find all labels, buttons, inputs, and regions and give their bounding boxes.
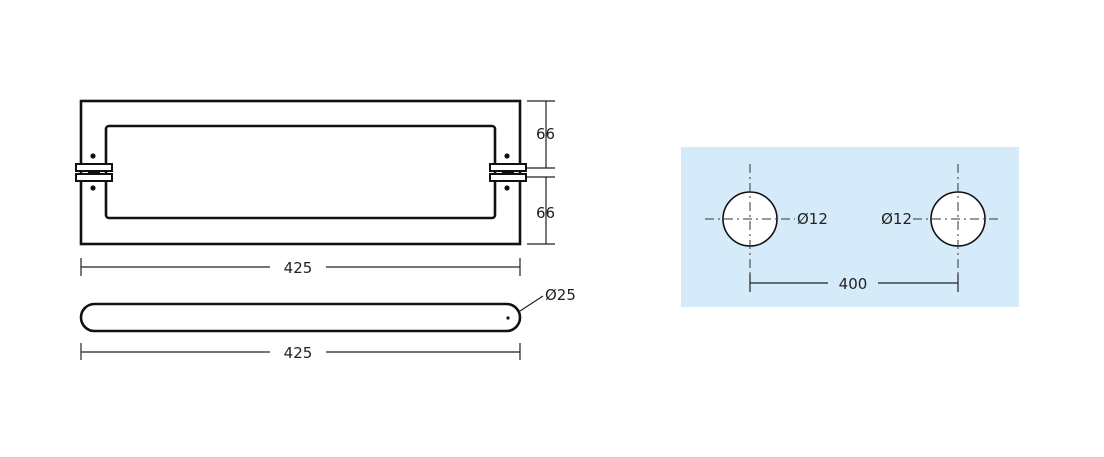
front-view: 66 66 425 bbox=[75, 99, 555, 277]
hole-pattern: Ø12 Ø12 400 bbox=[681, 147, 1019, 307]
bottom-length-dimension: 425 bbox=[80, 343, 521, 362]
left-screw-bottom bbox=[90, 185, 96, 191]
left-hole: Ø12 bbox=[705, 164, 828, 274]
hole-spacing-dimension: 400 bbox=[749, 274, 959, 293]
bottom-length-label: 425 bbox=[284, 344, 313, 362]
right-screw-top bbox=[504, 153, 510, 159]
height-upper-label: 66 bbox=[536, 125, 555, 143]
bar-diameter-label: Ø25 bbox=[545, 286, 576, 304]
left-screw-top bbox=[90, 153, 96, 159]
right-hole-diameter-label: Ø12 bbox=[881, 210, 912, 228]
height-lower-label: 66 bbox=[536, 204, 555, 222]
handle-outer-outline bbox=[79, 99, 522, 246]
front-length-dimension: 425 bbox=[80, 258, 521, 277]
right-hole: Ø12 bbox=[881, 164, 1001, 274]
bar-outline bbox=[79, 302, 522, 333]
bar-center-dot bbox=[506, 316, 510, 320]
front-length-label: 425 bbox=[284, 259, 313, 277]
right-mount bbox=[489, 153, 527, 191]
height-dimension: 66 66 bbox=[527, 100, 555, 245]
hole-spacing-label: 400 bbox=[839, 275, 868, 293]
handle-inner-outline bbox=[104, 124, 497, 220]
left-mount bbox=[75, 153, 113, 191]
left-hole-diameter-label: Ø12 bbox=[797, 210, 828, 228]
bottom-view: Ø25 425 bbox=[79, 286, 576, 362]
right-screw-bottom bbox=[504, 185, 510, 191]
